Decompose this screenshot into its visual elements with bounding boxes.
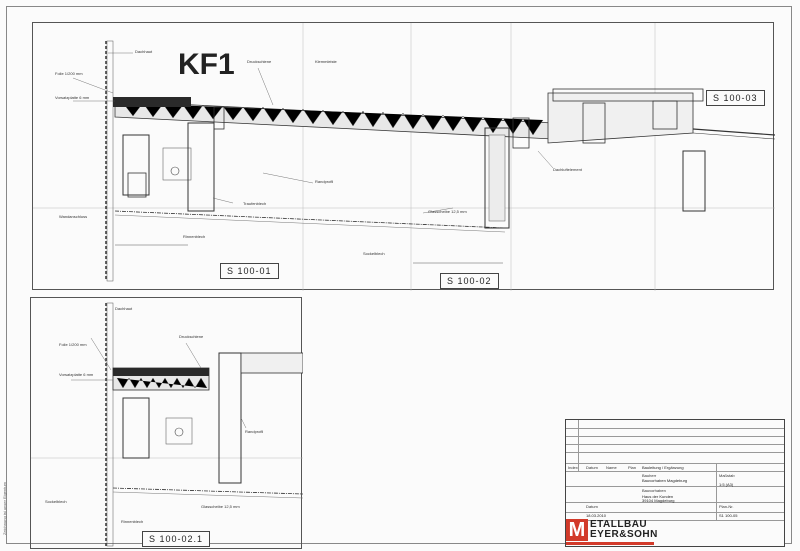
top-detail-drawing: Dachhaut Folie 1/200 mm Vorsatzplatte 6 …: [33, 23, 775, 291]
tb-index-header: Index: [568, 465, 578, 470]
note-dachluft: Dachluftelement: [553, 167, 583, 172]
tb-date-value: 18.03.2010: [586, 513, 607, 518]
tb-client-value: Haus der Kunden: [642, 494, 674, 499]
tb-date-label: Datum: [586, 504, 598, 509]
note-dachhaut: Dachhaut: [135, 49, 153, 54]
logo-line-2: EYER&SOHN: [590, 529, 658, 540]
tb-date-header: Datum: [586, 465, 598, 470]
note-traufe: Traufenblech: [243, 201, 266, 206]
bottom-note-druckschiene: Druckschiene: [179, 334, 204, 339]
logo-line-1: ETALLBAU: [590, 519, 648, 530]
bottom-note-rinne: Rinnenblech: [121, 519, 143, 524]
section-label-top-right: S 100-03: [706, 90, 765, 106]
tb-scale-value: 1:5 (A3): [719, 482, 734, 487]
tb-project-label: Bauherr: [642, 473, 657, 478]
note-wandanschluss: Wandanschluss: [59, 214, 87, 219]
logo-bar: [566, 542, 654, 545]
company-logo: M ETALLBAU EYER&SOHN: [566, 519, 657, 545]
side-note: Zeichnung ist unser Eigentum: [2, 482, 7, 535]
tb-sheet-label: Plan-Nr.: [719, 504, 734, 509]
bottom-note-sockel: Sockelblech: [45, 499, 67, 504]
tb-client-label: Bauvorhaben: [642, 488, 666, 493]
note-randprofil: Randprofil: [315, 179, 333, 184]
note-glas: Glasscheibe 12,5 mm: [428, 209, 467, 214]
logo-mark: M: [566, 519, 588, 541]
top-detail-sheet: Dachhaut Folie 1/200 mm Vorsatzplatte 6 …: [32, 22, 775, 291]
note-folie: Folie 1/200 mm: [55, 71, 83, 76]
bottom-note-vorsatz: Vorsatzplatte 6 mm: [59, 372, 94, 377]
drawing-frame: [6, 6, 792, 544]
bottom-detail-sheet: Dachhaut Folie 1/200 mm Vorsatzplatte 6 …: [30, 297, 303, 549]
tb-scale-label: Maßstab: [719, 473, 735, 478]
bottom-note-glas: Glasscheibe 12,5 mm: [201, 504, 240, 509]
note-sockel: Sockelblech: [363, 251, 385, 256]
bottom-note-randprofil: Randprofil: [245, 429, 263, 434]
note-rinne: Rinnenblech: [183, 234, 205, 239]
bottom-note-dachhaut: Dachhaut: [115, 306, 133, 311]
section-label-top-left: S 100-01: [220, 263, 279, 279]
bottom-note-folie: Folie 1/200 mm: [59, 342, 87, 347]
bottom-detail-drawing: Dachhaut Folie 1/200 mm Vorsatzplatte 6 …: [31, 302, 303, 547]
note-klemme: Klemmleiste: [315, 59, 338, 64]
section-label-bottom: S 100-02.1: [142, 531, 211, 547]
tb-plan-label: Plan: [628, 465, 637, 470]
note-druckschiene: Druckschiene: [247, 59, 272, 64]
tb-name-header: Name: [606, 465, 617, 470]
tb-address: 39104 Magdeburg: [642, 498, 675, 503]
section-label-top-middle: S 100-02: [440, 273, 499, 289]
title-block: Index Datum Name Plan Bauleitung / Ergän…: [565, 419, 785, 547]
detail-title: KF1: [178, 48, 235, 81]
tb-plan-value: Bauleitung / Ergänzung: [642, 465, 684, 470]
tb-project-value: Bauvorhaben Magdeburg: [642, 478, 688, 483]
tb-sheet-value: S1 100-05: [719, 513, 738, 518]
note-vorsatz: Vorsatzplatte 6 mm: [55, 95, 90, 100]
